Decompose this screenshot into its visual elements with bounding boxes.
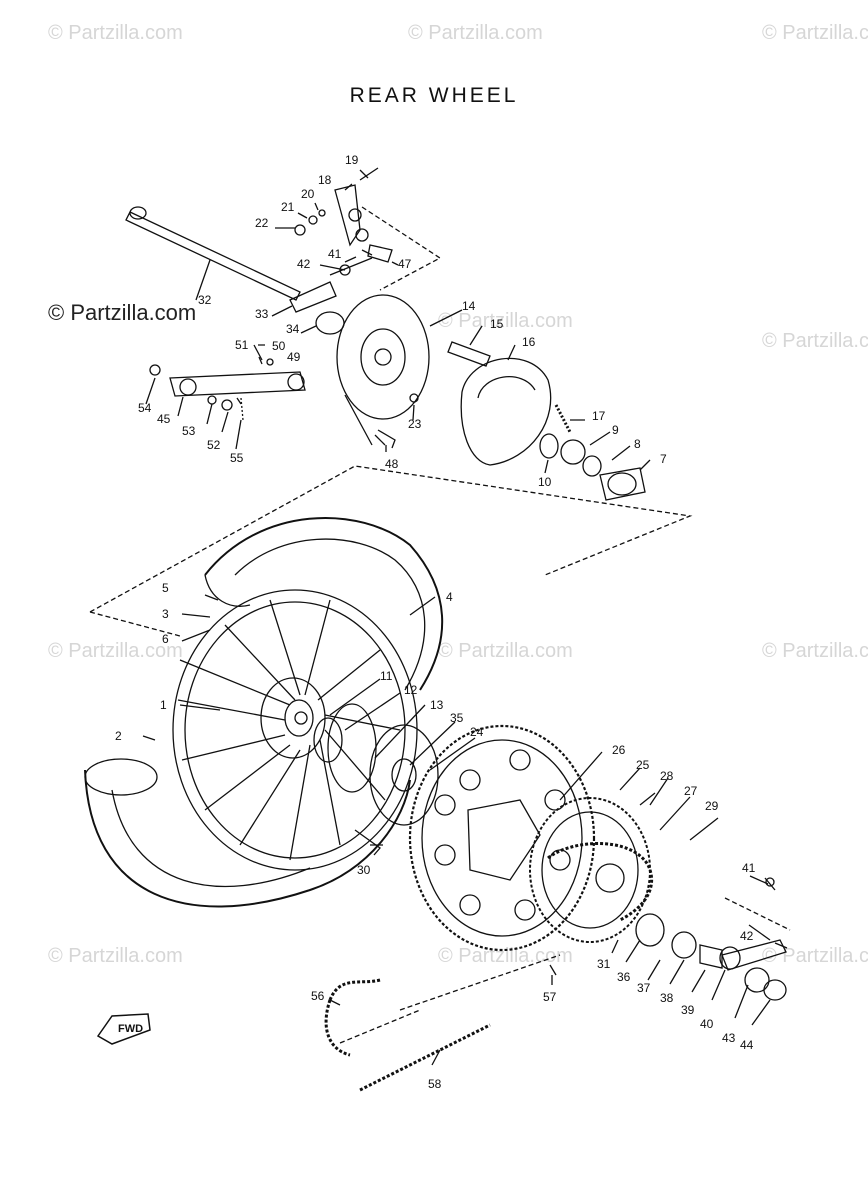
part-label[interactable]: 53 [182,424,196,438]
part-label[interactable]: 24 [470,725,484,739]
watermark: © Partzilla.com [762,640,868,662]
part-label[interactable]: 29 [705,799,719,813]
part-label[interactable]: 57 [543,990,557,1004]
part-label[interactable]: 37 [637,981,651,995]
part-label[interactable]: 41 [328,247,342,261]
part-label[interactable]: 25 [636,758,650,772]
part-label[interactable]: 11 [380,669,393,683]
part-label[interactable]: 42 [740,929,754,943]
part-label[interactable]: 20 [301,187,315,201]
part-label[interactable]: 54 [138,401,152,415]
part-label[interactable]: 19 [345,153,359,167]
part-label[interactable]: 42 [297,257,311,271]
watermark: © Partzilla.com [762,22,868,44]
part-label[interactable]: 21 [281,200,295,214]
part-label[interactable]: 47 [398,257,412,271]
part-label[interactable]: 3 [162,607,169,621]
fwd-label: FWD [118,1023,143,1035]
part-label[interactable]: 26 [612,743,626,757]
part-label[interactable]: 45 [157,412,171,426]
part-label[interactable]: 58 [428,1077,442,1091]
part-label[interactable]: 17 [592,409,606,423]
part-label[interactable]: 49 [287,350,301,364]
part-label[interactable]: 48 [385,457,399,471]
part-label[interactable]: 52 [207,438,221,452]
part-label[interactable]: 33 [255,307,269,321]
part-label[interactable]: 36 [617,970,631,984]
part-label[interactable]: 9 [612,423,619,437]
part-label[interactable]: 56 [311,989,325,1003]
part-label[interactable]: 22 [255,216,269,230]
part-label[interactable]: 44 [740,1038,754,1052]
part-label[interactable]: 12 [404,683,418,697]
watermark: © Partzilla.com [438,945,573,967]
watermark: © Partzilla.com [438,310,573,332]
part-label[interactable]: 8 [634,437,641,451]
part-label[interactable]: 13 [430,698,444,712]
watermark: © Partzilla.com [438,640,573,662]
part-label[interactable]: 30 [357,863,371,877]
part-label[interactable]: 1 [160,698,167,712]
part-label[interactable]: 39 [681,1003,695,1017]
watermark: © Partzilla.com [762,945,868,967]
watermark-primary: © Partzilla.com [48,300,197,325]
part-label[interactable]: 6 [162,632,169,646]
part-label[interactable]: 31 [597,957,611,971]
part-label[interactable]: 51 [235,338,249,352]
part-label[interactable]: 23 [408,417,422,431]
part-label[interactable]: 55 [230,451,244,465]
part-label[interactable]: 18 [318,173,332,187]
axle-shape [125,211,301,301]
part-label[interactable]: 35 [450,711,464,725]
part-label[interactable]: 32 [198,293,212,307]
watermark: © Partzilla.com [762,330,868,352]
watermark: © Partzilla.com [48,945,183,967]
part-label[interactable]: 15 [490,317,504,331]
watermark: © Partzilla.com [408,22,543,44]
part-label[interactable]: 16 [522,335,536,349]
page-title: REAR WHEEL [349,84,519,107]
part-label[interactable]: 38 [660,991,674,1005]
part-label[interactable]: 5 [162,581,169,595]
part-label[interactable]: 50 [272,339,286,353]
part-label[interactable]: 40 [700,1017,714,1031]
fwd-arrow-icon: FWD [96,1013,151,1045]
part-label[interactable]: 27 [684,784,698,798]
part-label[interactable]: 28 [660,769,674,783]
part-label[interactable]: 14 [462,299,476,313]
watermark: © Partzilla.com [48,640,183,662]
part-label[interactable]: 2 [115,729,122,743]
part-label[interactable]: 10 [538,475,552,489]
part-label[interactable]: 41 [742,861,756,875]
part-label[interactable]: 34 [286,322,300,336]
part-label[interactable]: 43 [722,1031,736,1045]
part-label[interactable]: 7 [660,452,667,466]
part-callouts: 1 2 3 4 5 6 7 8 9 10 11 12 13 14 15 16 1… [115,153,756,1091]
part-label[interactable]: 4 [446,590,453,604]
watermark: © Partzilla.com [48,22,183,44]
